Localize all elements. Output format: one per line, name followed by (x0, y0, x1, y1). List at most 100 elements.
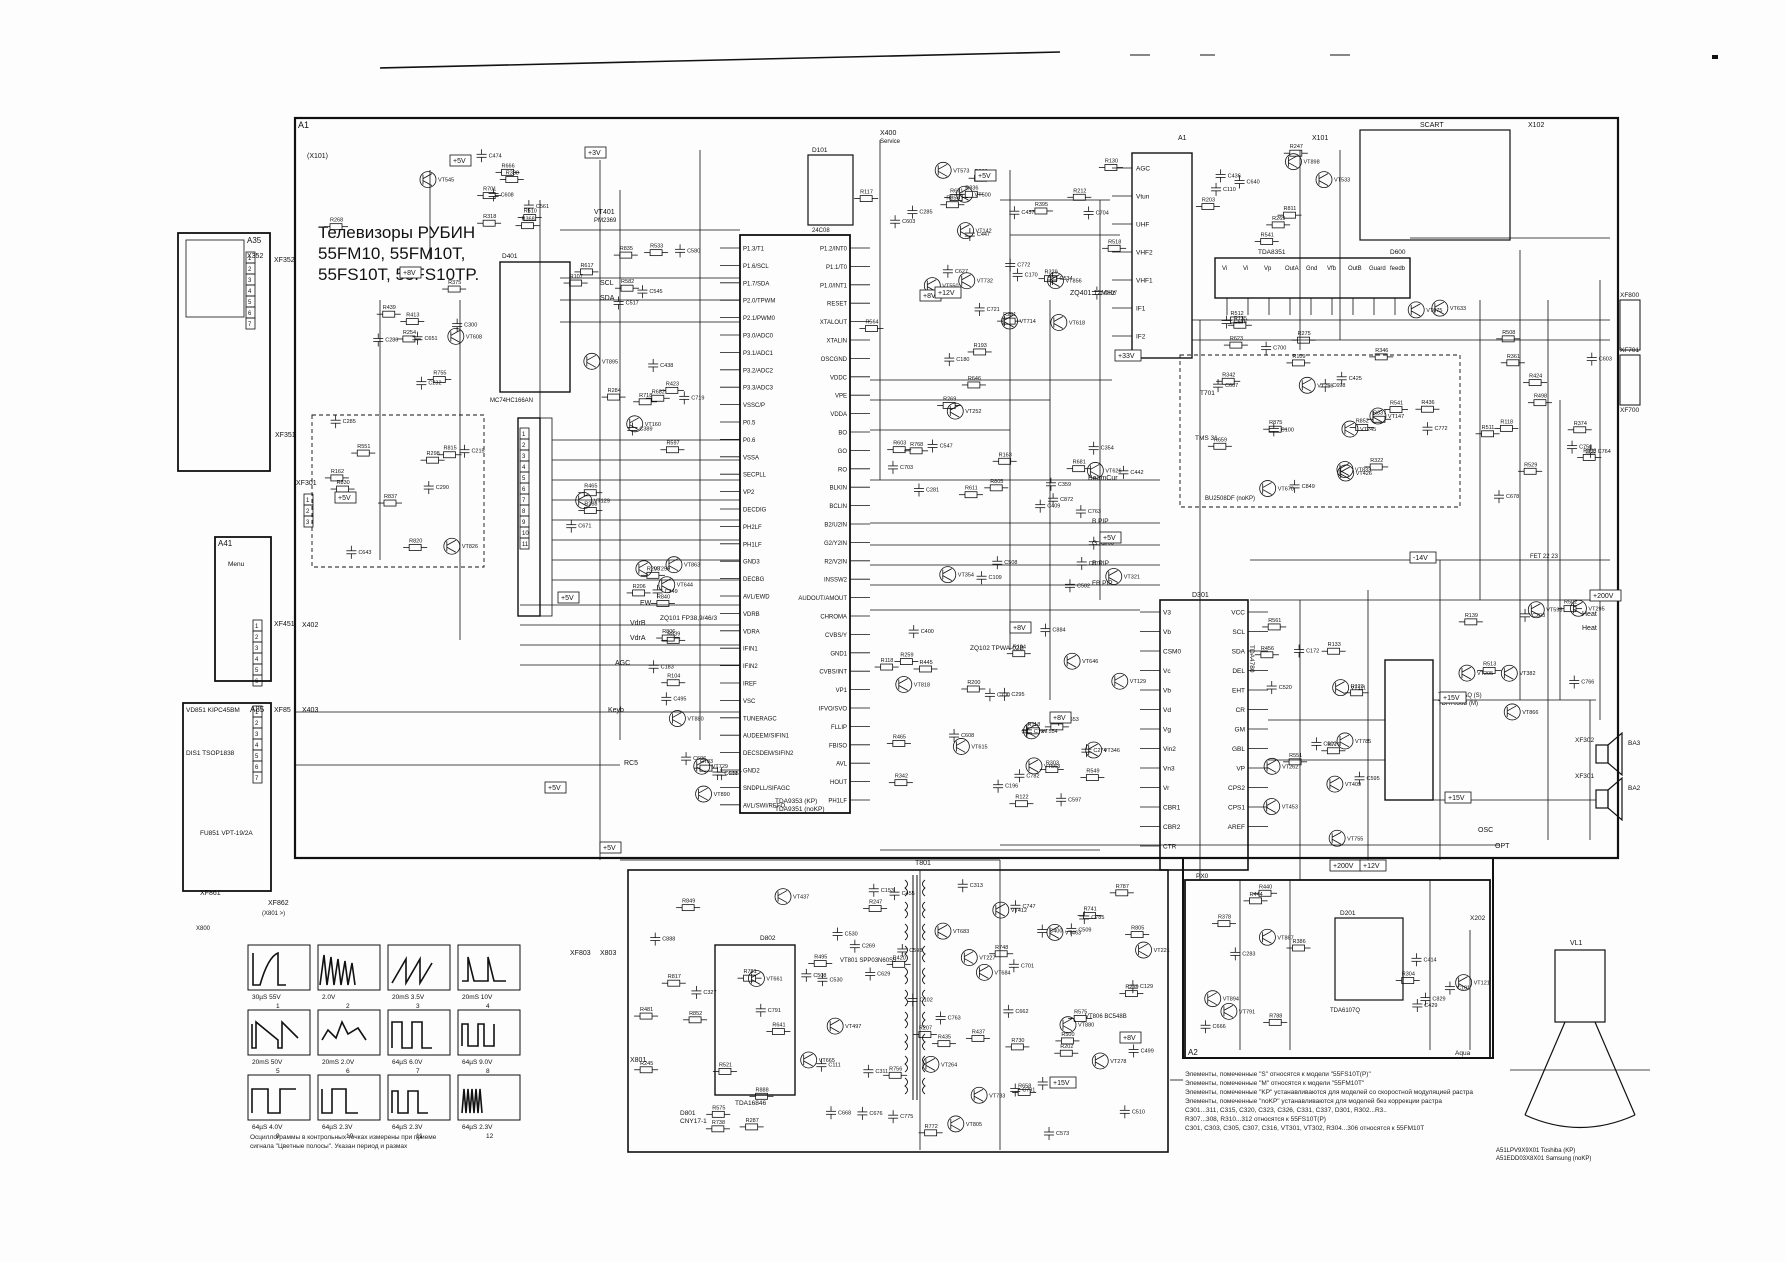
component-ref: R623 (1230, 336, 1243, 342)
tda-pin-right: IFVO/SVO (819, 707, 848, 713)
component-ref: R304 (1402, 972, 1415, 978)
connector-x400-label: X400 (880, 130, 896, 137)
component-ref: R259 (900, 653, 913, 659)
title-line-1: Телевизоры РУБИН (318, 223, 476, 242)
tda4780-pin: CBR2 (1163, 824, 1181, 831)
pip-subboard-outline (311, 414, 485, 568)
component-ref: VT111 (1351, 686, 1366, 692)
component-ref: C700 (1273, 346, 1286, 352)
component-ref: R437 (972, 1029, 985, 1035)
component-ref: C545 (649, 289, 662, 295)
service-label: Service (880, 139, 901, 145)
component-ref: R787 (1116, 884, 1129, 890)
connector-pin-number: 4 (248, 289, 252, 295)
waveform-id: 5 (276, 1068, 280, 1075)
component-ref: R254 (403, 330, 416, 336)
tda-pin-right: GND1 (830, 651, 847, 657)
component-ref: R303 (1046, 761, 1059, 767)
tda4780-pin: Vd (1163, 707, 1171, 714)
tda-pin-left: VSSA (743, 455, 759, 461)
component-ref: VT121 (1474, 981, 1490, 987)
supply-rail-label: +5V (603, 845, 616, 852)
tda-pin-right: XTALOUT (820, 320, 848, 326)
ba2-label: BA2 (1628, 785, 1641, 792)
tda-pin-right: VP1 (836, 688, 848, 694)
component-ref: C608 (501, 192, 514, 198)
component-ref: R815 (443, 446, 456, 452)
component-ref: C442 (1130, 470, 1143, 476)
component-ref: C414 (1423, 957, 1436, 963)
component-ref: VT791 (1239, 1009, 1255, 1015)
d600-pin: Gnd (1306, 266, 1317, 272)
d600-pin: Vfb (1327, 266, 1337, 272)
component-ref: VT818 (914, 682, 930, 688)
component-ref: R200 (967, 680, 980, 686)
component-ref: C425 (1349, 376, 1362, 382)
t801-label: T801 (915, 860, 931, 867)
component-ref: R288 (584, 501, 597, 507)
tda-pin-left: GND2 (743, 769, 760, 775)
component-ref: C763 (1088, 509, 1101, 515)
component-ref: R541 (1261, 232, 1274, 238)
tda-pin-right: CHROMA (820, 615, 847, 621)
connector-pin-number: 2 (248, 267, 252, 273)
component-ref: R337 (1373, 410, 1386, 416)
tda4780-pin: CSM0 (1163, 649, 1181, 656)
component-ref: C704 (1096, 210, 1109, 216)
component-ref: VT262 (1282, 764, 1298, 770)
fet-label: FET 22 23 (1530, 554, 1559, 560)
board-a85: A85 VD851 KIPC45BM DIS1 TSOP1838 FU851 V… (182, 702, 291, 932)
component-ref: R511 (1482, 425, 1495, 431)
connector-pin-number: 6 (522, 487, 526, 493)
chip-d102: D301 TDA4780 (1159, 592, 1255, 871)
component-ref: C447 (977, 232, 990, 238)
component-ref: R582 (621, 279, 634, 285)
component-ref: VT497 (845, 1024, 861, 1030)
connector-pin-number: 2 (522, 443, 526, 449)
pm2369-label: PM2369 (594, 218, 617, 224)
connector-x101-ref: (X101) (307, 153, 328, 160)
connector-xf803-label: XF803 (570, 950, 591, 957)
component-ref: R783 (700, 759, 713, 765)
tda-pin-right: CVBS/INT (819, 670, 847, 676)
menu-label: Menu (228, 561, 245, 568)
tda-pin-left: P3.3/ADC3 (743, 386, 774, 392)
block-a2-label: A2 (1188, 1048, 1198, 1057)
component-ref: R811 (1284, 206, 1297, 212)
bu2508-label: BU2508DF (noKP) (1205, 496, 1255, 502)
component-ref: C651 (424, 336, 437, 342)
component-ref: C676 (869, 1111, 882, 1117)
connector-x403-label: X403 (302, 707, 318, 714)
d802-label: D802 (760, 935, 776, 942)
d600-pin: OutB (1348, 266, 1362, 272)
block-a85-label: A85 (250, 705, 265, 714)
component-ref: C530 (845, 932, 858, 938)
component-ref: C499 (1141, 1048, 1154, 1054)
waveform-id: 9 (276, 1133, 280, 1140)
waveform-8: 64µS 9.0V8 (457, 1009, 521, 1075)
component-ref: VT618 (1069, 320, 1085, 326)
component-ref: VT633 (1450, 306, 1466, 312)
component-ref: VT142 (976, 229, 992, 235)
component-ref: R521 (719, 1062, 732, 1068)
tda4780-pin: Vb (1163, 629, 1171, 636)
board-a41: A41 Menu XF451 (214, 536, 295, 682)
component-ref: R817 (668, 974, 681, 980)
component-ref: C285 (919, 210, 932, 216)
tda-pin-left: P1.7/SDA (743, 281, 769, 287)
component-ref: R529 (1524, 462, 1537, 468)
component-ref: C829 (1432, 997, 1445, 1003)
tda-pin-left: P2.0/TPWM (743, 299, 775, 305)
component-ref: R298 (427, 451, 440, 457)
component-ref: C547 (940, 443, 953, 449)
component-ref: VT866 (1522, 710, 1538, 716)
crt-samsung-label: A51EDD03X8X01 Samsung (noKP) (1496, 1156, 1591, 1162)
component-ref: C721 (987, 307, 1000, 313)
component-ref: VT160 (645, 422, 661, 428)
component-ref: R748 (995, 945, 1008, 951)
tda4780-pin: VP (1236, 766, 1245, 773)
ba3-label: BA3 (1628, 740, 1641, 747)
